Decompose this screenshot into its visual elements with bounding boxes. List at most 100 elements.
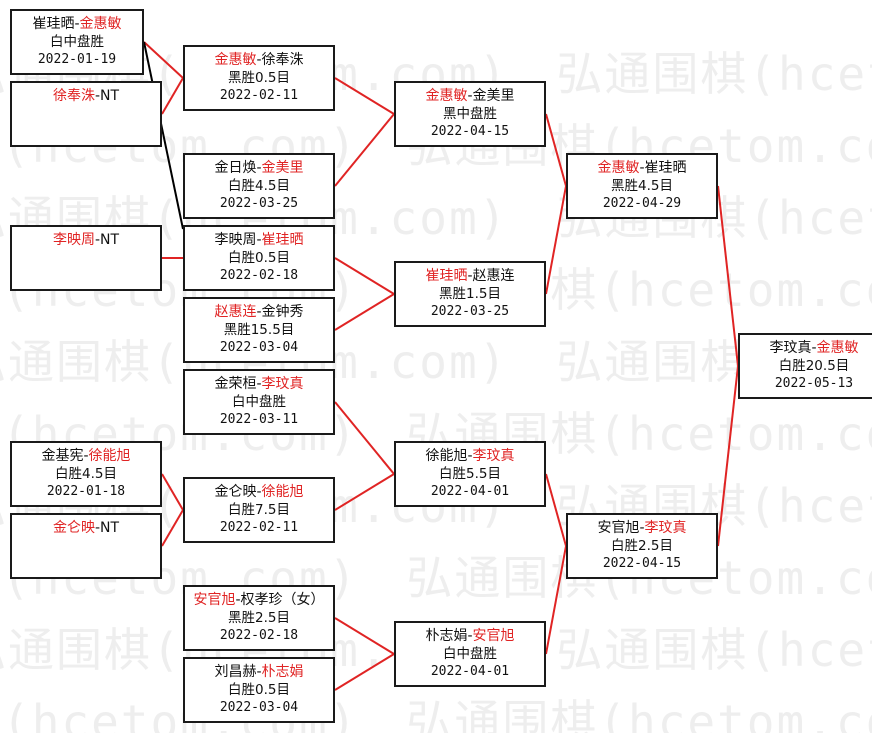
connector-r1_2-to-r2_1 [161, 77, 184, 115]
connector-r4_1-to-final [717, 185, 739, 367]
match-result: 白胜7.5目 [228, 502, 290, 518]
match-players: 金日焕-金美里 [185, 159, 333, 177]
player-2-name: 徐能旭 [261, 484, 304, 500]
match-result: 白中盘胜 [50, 34, 104, 50]
player-2-name: 朴志娟 [261, 664, 304, 680]
match-players: 金惠敏-金美里 [396, 87, 544, 105]
connector-r2_5-to-r3_3 [334, 401, 395, 475]
match-date: 2022-01-18 [46, 484, 126, 499]
vs-separator: - [94, 520, 101, 536]
connector-r3_4-to-r4_2 [545, 545, 567, 655]
player-2-name: NT [100, 88, 120, 104]
connector-r2_8-to-r3_4 [334, 653, 395, 691]
vs-separator: - [467, 448, 473, 464]
player-1-name: 李映周 [52, 232, 95, 248]
player-1-name: 刘昌赫 [214, 664, 257, 680]
vs-separator: - [74, 16, 80, 32]
match-players: 金惠敏-徐奉洙 [185, 51, 333, 69]
match-date: 2022-03-25 [430, 304, 510, 319]
player-2-name: 李玟真 [472, 448, 515, 464]
player-1-name: 金惠敏 [597, 160, 640, 176]
player-2-name: 金美里 [261, 160, 304, 176]
player-1-name: 赵惠连 [214, 304, 257, 320]
player-1-name: 安官旭 [193, 592, 236, 608]
player-2-name: 金惠敏 [816, 340, 859, 356]
match-players: 赵惠连-金钟秀 [185, 303, 333, 321]
match-players: 李映周-崔珪晒 [185, 231, 333, 249]
vs-separator: - [235, 592, 241, 608]
match-date: 2022-04-15 [602, 556, 682, 571]
match-date: 2022-02-18 [219, 268, 299, 283]
vs-separator: - [256, 304, 262, 320]
match-result: 白胜2.5目 [611, 538, 673, 554]
match-result: 白胜4.5目 [228, 178, 290, 194]
match-date: 2022-01-19 [37, 52, 117, 67]
player-1-name: 崔珪晒 [32, 16, 75, 32]
player-2-name: 金惠敏 [79, 16, 122, 32]
match-date: 2022-04-15 [430, 124, 510, 139]
match-players: 金基宪-徐能旭 [12, 447, 160, 465]
player-1-name: 徐奉洙 [52, 88, 95, 104]
match-date: 2022-02-11 [219, 88, 299, 103]
match-date: 2022-04-01 [430, 484, 510, 499]
player-1-name: 朴志娟 [425, 628, 468, 644]
connector-r2_7-to-r3_4 [334, 617, 395, 655]
player-1-name: 安官旭 [597, 520, 640, 536]
player-2-name: 徐奉洙 [261, 52, 304, 68]
player-1-name: 李映周 [214, 232, 257, 248]
match-result: 黑胜15.5目 [223, 322, 295, 338]
match-players: 李玟真-金惠敏 [740, 339, 872, 357]
vs-separator: - [639, 160, 645, 176]
vs-separator: - [256, 484, 262, 500]
player-1-name: 金荣桓 [214, 376, 257, 392]
match-box-r2-4: 赵惠连-金钟秀黑胜15.5目 2022-03-04 [183, 297, 335, 363]
cross-connector-r1-1-to-r2-3 [143, 41, 184, 230]
match-result: 黑胜2.5目 [228, 610, 290, 626]
match-players: 金惠敏-崔珪晒 [568, 159, 716, 177]
match-result: 白胜5.5目 [439, 466, 501, 482]
match-box-r2-2: 金日焕-金美里白胜4.5目 2022-03-25 [183, 153, 335, 219]
match-date: 2022-03-04 [219, 700, 299, 715]
connector-r2_2-to-r3_1 [334, 113, 395, 187]
connector-r3_2-to-r4_1 [545, 185, 567, 295]
player-2-name: 崔珪晒 [644, 160, 687, 176]
player-2-name: 权孝珍（女） [240, 592, 325, 608]
match-date: 2022-03-11 [219, 412, 299, 427]
match-result: 黑中盘胜 [443, 106, 497, 122]
match-result: 黑胜4.5目 [611, 178, 673, 194]
player-2-name: 徐能旭 [88, 448, 131, 464]
match-players: 金荣桓-李玟真 [185, 375, 333, 393]
match-date: 2022-02-11 [219, 520, 299, 535]
connector-r1_5-to-r2_6 [161, 509, 184, 547]
match-result: 黑胜1.5目 [439, 286, 501, 302]
player-1-name: 金惠敏 [214, 52, 257, 68]
player-1-name: 金基宪 [41, 448, 84, 464]
match-result: 白胜20.5目 [778, 358, 850, 374]
match-players: 崔珪晒-金惠敏 [12, 15, 142, 33]
match-players: 朴志娟-安官旭 [396, 627, 544, 645]
match-date: 2022-03-04 [219, 340, 299, 355]
player-2-name: 安官旭 [472, 628, 515, 644]
vs-separator: - [467, 88, 473, 104]
connector-r2_4-to-r3_2 [334, 293, 395, 331]
match-result: 白中盘胜 [443, 646, 497, 662]
match-players: 安官旭-李玟真 [568, 519, 716, 537]
vs-separator: - [94, 88, 101, 104]
match-box-r1-2: 徐奉洙-NT [10, 81, 162, 147]
match-date: 2022-02-18 [219, 628, 299, 643]
match-players: 金仑映-NT [12, 519, 160, 537]
match-players: 金仑映-徐能旭 [185, 483, 333, 501]
match-result: 白胜4.5目 [55, 466, 117, 482]
match-date: 2022-05-13 [774, 376, 854, 391]
match-box-r1-3: 李映周-NT [10, 225, 162, 291]
match-result: 黑胜0.5目 [228, 70, 290, 86]
vs-separator: - [811, 340, 817, 356]
player-2-name: 赵惠连 [472, 268, 515, 284]
vs-separator: - [83, 448, 89, 464]
match-date: 2022-03-25 [219, 196, 299, 211]
vs-separator: - [256, 160, 262, 176]
